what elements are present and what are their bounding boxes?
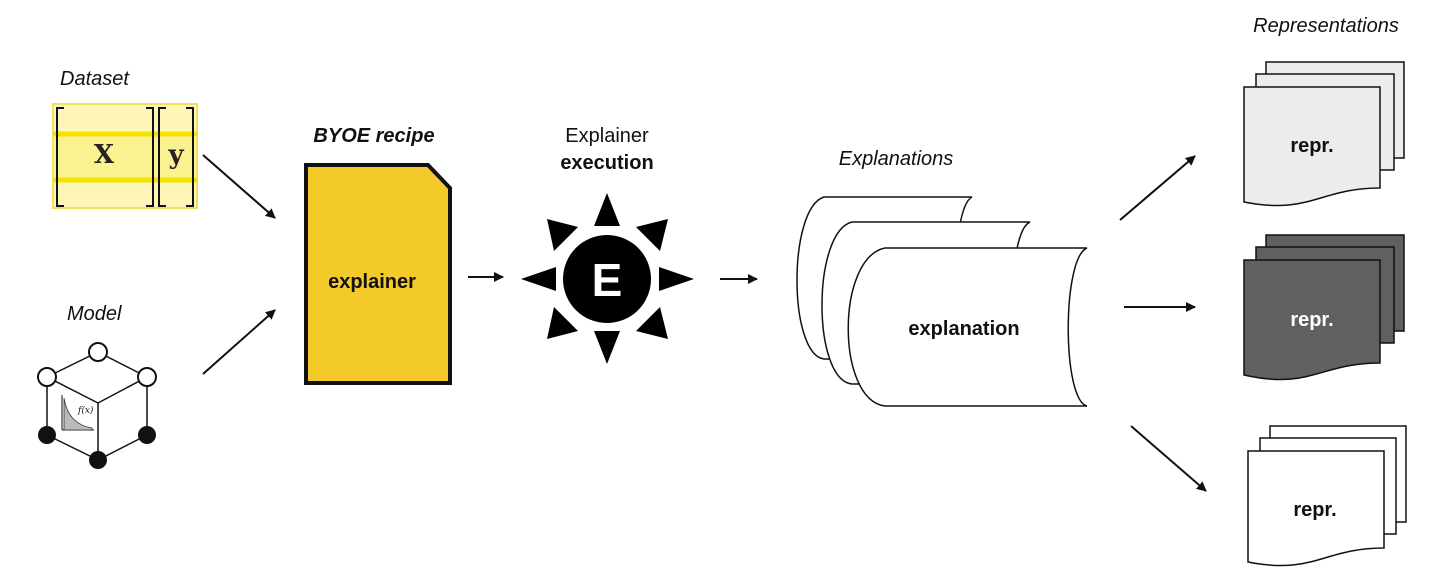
representations-title: Representations: [1253, 15, 1399, 37]
dataset-arrow: [202, 154, 276, 219]
recipe-body-label: explainer: [328, 271, 416, 293]
recipe-document-icon: [304, 163, 452, 385]
sun-icon: [521, 193, 694, 364]
repr-3-label: repr.: [1293, 499, 1336, 521]
explanation-body-label: explanation: [908, 318, 1019, 340]
dataset-matrix: X y: [52, 103, 198, 209]
matrix-x-symbol: X: [94, 140, 115, 170]
model-label: Model: [67, 303, 122, 325]
recipe-title: BYOE recipe: [313, 125, 434, 147]
repr-document-light: [1243, 61, 1405, 207]
function-plot-icon: f(x): [61, 395, 94, 431]
model-arrow: [202, 309, 276, 375]
function-label: f(x): [77, 405, 94, 416]
execution-label-line2: execution: [560, 152, 653, 174]
explanations-title: Explanations: [839, 148, 954, 170]
repr-arrow-1: [1119, 155, 1196, 221]
repr-arrow-3: [1130, 425, 1207, 492]
repr-1-label: repr.: [1290, 135, 1333, 157]
dataset-label: Dataset: [60, 68, 130, 90]
neural-cube-icon: f(x): [37, 342, 157, 469]
repr-document-white: [1247, 425, 1407, 567]
execution-symbol: E: [592, 254, 623, 306]
repr-document-dark: [1243, 234, 1405, 381]
explanations-stack: [796, 196, 1088, 407]
matrix-y-symbol: y: [167, 140, 184, 170]
repr-2-label: repr.: [1290, 309, 1333, 331]
execution-label-line1: Explainer: [565, 125, 649, 147]
